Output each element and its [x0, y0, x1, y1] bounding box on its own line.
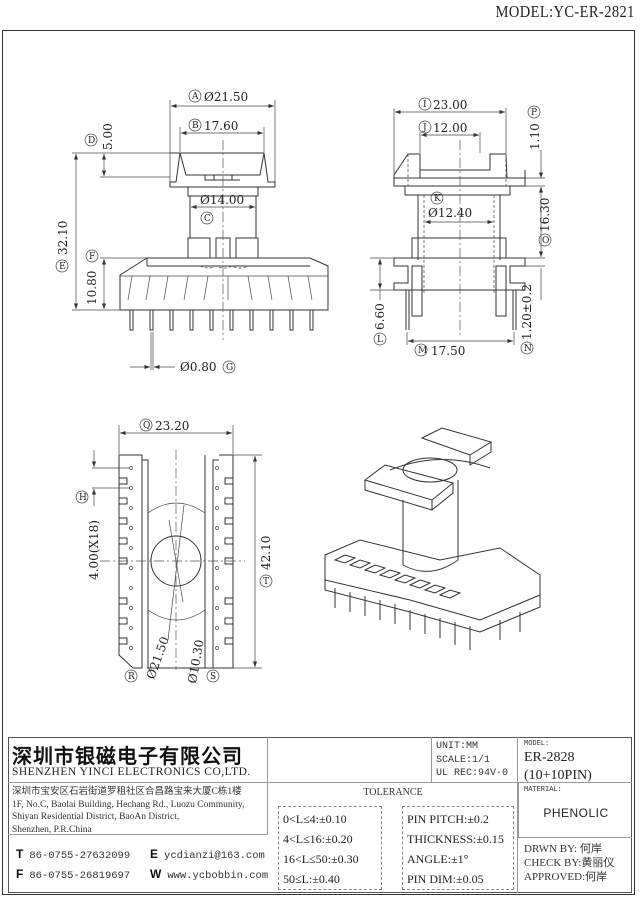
tolerance-item: 16<L≤50:±0.30	[283, 852, 359, 866]
unit-info: UNIT:MM SCALE:1/1 UL REC:94V-0	[436, 740, 508, 781]
address-cell	[8, 783, 268, 835]
address-line: Shenzhen, P.R.China	[12, 824, 92, 835]
company-name-cn: 深圳市银磁电子有限公司	[12, 744, 243, 768]
dim-j-tag: J	[422, 123, 427, 133]
dim-o-tag: O	[542, 236, 549, 246]
dim-t-value: 42.10	[259, 536, 273, 570]
unit-text: UNIT:MM	[436, 741, 479, 752]
model-label: MODEL:	[524, 740, 550, 748]
address-line: Shiyan Residential District, BaoAn Distr…	[12, 812, 180, 823]
dim-d-value: 5.00	[101, 123, 115, 150]
title-block	[8, 737, 632, 893]
dim-s-tag: S	[210, 672, 216, 682]
dim-g-tag: G	[226, 363, 233, 373]
material-value: PHENOLIC	[543, 806, 609, 820]
material-label: MATERIAL:	[524, 786, 562, 794]
isometric-view	[324, 427, 541, 650]
dim-m-value: 17.50	[431, 344, 465, 358]
dim-o-value: 16.30	[538, 198, 552, 232]
dim-q-value: 23.20	[155, 419, 189, 433]
dim-s-value: Ø10.30	[185, 639, 206, 685]
approval-info: DRWN BY: 何岸 CHECK BY:黄丽仪 APPROVED:何岸	[524, 842, 614, 884]
tolerance-item: PIN DIM:±0.05	[407, 872, 484, 886]
dim-f-tag: F	[89, 252, 95, 262]
email-icon: E	[150, 847, 159, 861]
tolerance-item: 4<L≤16:±0.20	[283, 832, 353, 846]
phone-icon: T	[16, 847, 24, 861]
dim-a-tag: A	[191, 92, 199, 102]
dim-f-value: 10.80	[85, 271, 99, 305]
fax-contact: F 86-0755-26819697	[16, 867, 130, 882]
dim-i-value: 23.00	[433, 98, 467, 112]
dim-e-tag: E	[59, 262, 66, 272]
approved-by: APPROVED:何岸	[524, 871, 608, 883]
dim-q-tag: Q	[143, 421, 150, 431]
fax-number: 86-0755-26819697	[29, 870, 131, 882]
tolerance-item: PIN PITCH:±0.2	[407, 812, 489, 826]
drawing-frame	[2, 30, 635, 895]
tolerance-item: THICKNESS:±0.15	[407, 832, 504, 846]
company-cell	[8, 737, 268, 783]
dim-b-tag: B	[192, 121, 199, 131]
other-tolerance-box: PIN PITCH:±0.2 THICKNESS:±0.15 ANGLE:±1°…	[402, 806, 514, 890]
bottom-view: Q 23.20 H 4.00(X18) T 42.10 R Ø21.50 S Ø…	[75, 418, 273, 685]
dim-n-value: 1.20±0.2	[520, 284, 534, 340]
dim-n-tag: N	[524, 344, 532, 354]
tolerance-cell	[268, 783, 518, 893]
address-line: 深圳市宝安区石岩街道罗租社区合昌路宝来大厦C栋1楼	[12, 787, 242, 797]
model-value: ER-2828 (10+10PIN)	[524, 749, 592, 785]
web-icon: W	[150, 867, 162, 881]
dim-d-tag: D	[88, 136, 95, 146]
address-line: 1F, No.C, Baolai Building, Hechang Rd., …	[12, 799, 245, 810]
tolerance-item: 0<L≤4:±0.10	[283, 812, 347, 826]
checked-by: CHECK BY:黄丽仪	[524, 857, 615, 869]
dim-m-tag: M	[418, 346, 427, 356]
phone-contact: T 86-0755-27632099	[16, 847, 130, 862]
tolerance-title: TOLERANCE	[363, 787, 423, 798]
dim-t-tag: T	[263, 577, 269, 587]
dim-k-tag: K	[434, 194, 441, 204]
scale-text: SCALE:1/1	[436, 754, 491, 766]
dim-c-value: Ø14.00	[200, 193, 244, 207]
tolerance-item: 50≤L:±0.40	[283, 872, 340, 886]
dim-g-value: Ø0.80	[180, 360, 217, 374]
company-address: 深圳市宝安区石岩街道罗租社区合昌路宝来大厦C栋1楼 1F, No.C, Baol…	[12, 786, 244, 836]
dim-p-value: 1.10	[528, 123, 542, 150]
dim-b-value: 17.60	[204, 119, 238, 133]
length-tolerance-box: 0<L≤4:±0.10 4<L≤16:±0.20 16<L≤50:±0.30 5…	[278, 806, 382, 890]
dim-e-value: 32.10	[56, 221, 70, 255]
dim-j-value: 12.00	[433, 121, 467, 135]
projection-cell	[268, 737, 432, 783]
tolerance-item: ANGLE:±1°	[407, 852, 469, 866]
phone-number: 86-0755-27632099	[29, 850, 131, 862]
model-pins: (10+10PIN)	[524, 768, 592, 783]
side-view: I 23.00 J 12.00 K Ø12.40 P 1.10 O 16.30 …	[370, 97, 552, 358]
unit-cell	[432, 737, 518, 783]
model-number: ER-2828	[524, 750, 575, 765]
dim-h-tag: H	[79, 493, 87, 503]
website-link[interactable]: www.ycbobbin.com	[167, 870, 269, 882]
dim-h-value: 4.00(X18)	[87, 520, 101, 580]
dim-l-tag: L	[377, 335, 383, 345]
dim-l-value: 6.60	[373, 303, 387, 330]
dim-a-value: Ø21.50	[204, 90, 248, 104]
technical-drawing: A Ø21.50 B 17.60 Ø14.00 C D 5.00 E 32.10…	[55, 89, 552, 685]
company-name-en: SHENZHEN YINCI ELECTRONICS CO,LTD.	[12, 766, 251, 778]
dim-i-tag: I	[423, 100, 427, 110]
model-cell	[518, 737, 632, 783]
ul-rec-text: UL REC:94V-0	[436, 768, 509, 779]
material-cell	[518, 783, 632, 838]
model-title: MODEL:YC-ER-2821	[495, 2, 635, 21]
dim-k-value: Ø12.40	[428, 206, 472, 220]
dim-p-tag: P	[531, 108, 537, 118]
drawn-by: DRWN BY: 何岸	[524, 843, 602, 855]
dim-r-tag: R	[128, 672, 135, 682]
fax-icon: F	[16, 867, 24, 881]
email-address[interactable]: ycdianzi@163.com	[164, 850, 265, 862]
front-view: A Ø21.50 B 17.60 Ø14.00 C D 5.00 E 32.10…	[55, 89, 329, 374]
dim-c-tag: C	[204, 214, 211, 224]
